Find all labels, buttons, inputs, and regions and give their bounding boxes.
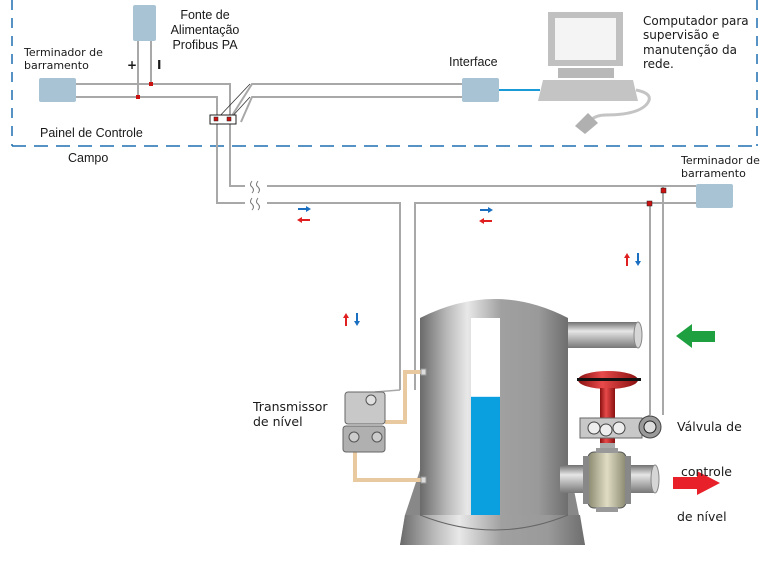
valve-label-line: de nível bbox=[677, 509, 727, 524]
computer-label-line: Computador para bbox=[643, 14, 749, 28]
power-supply-box[interactable] bbox=[133, 5, 156, 41]
power-minus-sign: I bbox=[157, 58, 162, 72]
junction-box bbox=[209, 114, 237, 125]
left-terminator-box[interactable] bbox=[39, 78, 76, 102]
valve-label-line: controle bbox=[677, 464, 732, 479]
level-transmitter[interactable] bbox=[342, 391, 386, 453]
control-panel-label: Painel de Controle bbox=[40, 126, 143, 140]
panel-bus-lines bbox=[76, 83, 696, 415]
outflow-arrow bbox=[673, 471, 720, 495]
valve-label-line: Válvula de bbox=[677, 419, 742, 434]
impulse-lines bbox=[353, 370, 423, 482]
power-supply-label-line: Profibus PA bbox=[172, 38, 238, 52]
right-terminator-label: Terminador de barramento bbox=[681, 154, 760, 180]
interface-box[interactable] bbox=[462, 78, 499, 102]
right-terminator-box[interactable] bbox=[696, 184, 733, 208]
junction-dot bbox=[646, 200, 653, 207]
control-panel-border bbox=[11, 0, 758, 147]
tank bbox=[400, 299, 585, 545]
junction-dot bbox=[136, 95, 140, 99]
inflow-arrow bbox=[676, 324, 715, 348]
junction-dot bbox=[226, 116, 232, 122]
transmitter-label-line: de nível bbox=[253, 414, 303, 429]
transmitter-label-line: Transmissor bbox=[253, 399, 328, 414]
valve-label: Válvula de controle de nível bbox=[677, 389, 742, 539]
transmitter-label: Transmissor de nível bbox=[253, 399, 328, 429]
left-terminator-label-line: barramento bbox=[24, 59, 89, 73]
power-supply-label-line: Fonte de bbox=[180, 8, 230, 22]
inlet-pipe bbox=[568, 322, 638, 348]
data-flow-arrows bbox=[297, 206, 641, 326]
junction-dot bbox=[213, 116, 219, 122]
left-terminator-label-line: Terminador de bbox=[24, 46, 103, 59]
control-valve[interactable] bbox=[577, 371, 662, 512]
computer-label: Computador para supervisão e manutenção … bbox=[643, 14, 749, 72]
right-terminator-label-line: barramento bbox=[681, 167, 746, 181]
power-plus-sign: + bbox=[127, 58, 138, 72]
left-terminator-label: Terminador de barramento bbox=[24, 46, 103, 72]
junction-dot bbox=[660, 187, 667, 194]
computer-icon[interactable] bbox=[538, 12, 651, 134]
junction-dot bbox=[149, 82, 153, 86]
computer-label-line: manutenção da bbox=[643, 42, 738, 57]
interface-label: Interface bbox=[449, 55, 498, 69]
power-supply-label: Fonte de Alimentação Profibus PA bbox=[165, 8, 245, 53]
power-supply-label-line: Alimentação bbox=[170, 23, 240, 37]
right-terminator-label-line: Terminador de bbox=[681, 154, 760, 167]
cable-break-marks bbox=[245, 180, 267, 211]
field-label: Campo bbox=[68, 151, 109, 165]
computer-label-line: rede. bbox=[643, 57, 674, 72]
tank-liquid-level bbox=[471, 396, 500, 515]
computer-label-line: supervisão e bbox=[643, 28, 720, 43]
